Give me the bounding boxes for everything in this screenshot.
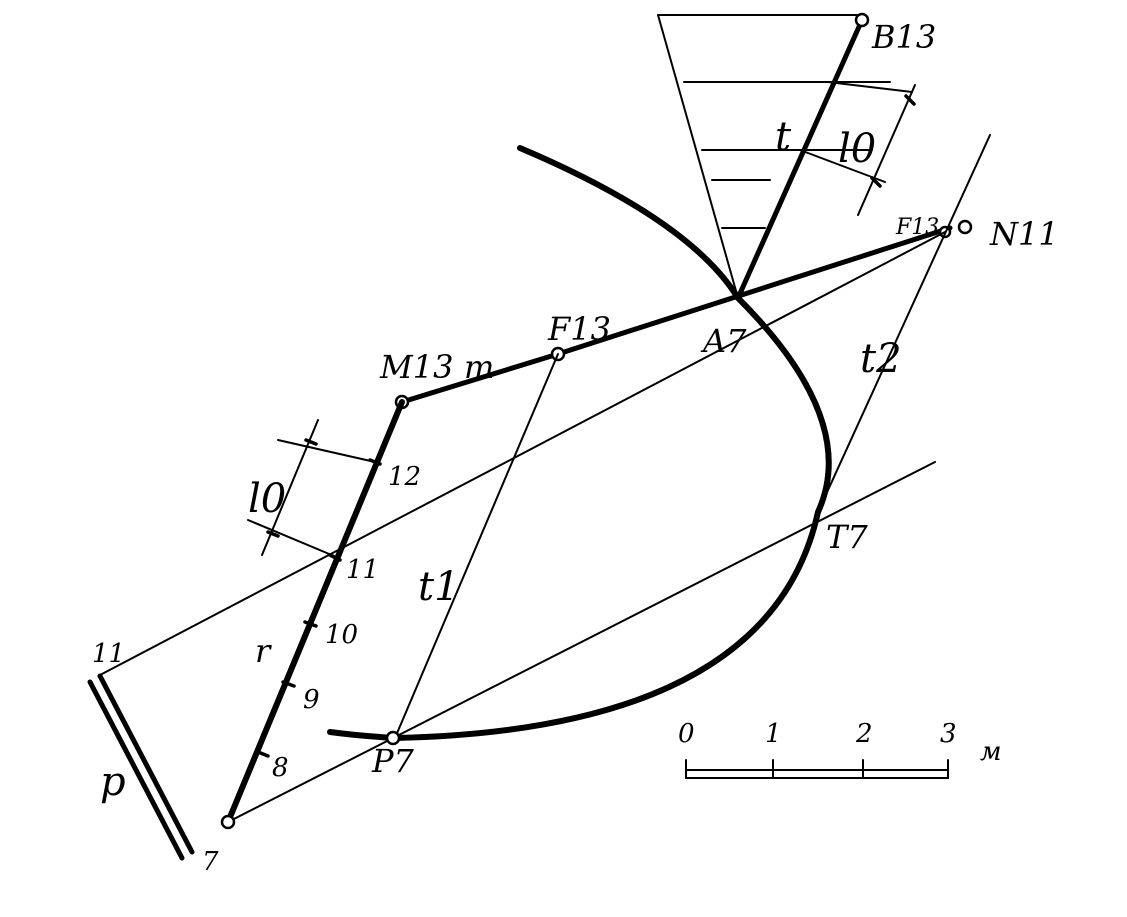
plane-p-line-1	[87, 679, 185, 861]
line-m13-f13	[399, 351, 561, 405]
point-b13	[854, 12, 870, 28]
label-b13: B13	[871, 18, 936, 56]
point-n11	[957, 219, 973, 235]
label-n11: N11	[989, 215, 1059, 253]
label-a7: A7	[700, 322, 747, 360]
label-p7: P7	[371, 742, 415, 780]
label-12: 12	[388, 462, 421, 492]
dim-top-ext-1	[827, 81, 913, 93]
label-p: p	[100, 759, 126, 805]
label-t2: t2	[860, 336, 902, 382]
label-t1: t1	[418, 564, 460, 610]
label-r: r	[255, 632, 272, 670]
label-8: 8	[272, 753, 289, 783]
dim-left-tick-2	[266, 530, 280, 538]
dim-top-ext-2	[799, 149, 886, 183]
dimension-l0-left	[247, 419, 376, 557]
dim-left-ext-2	[247, 519, 335, 557]
fan-left-edge	[657, 14, 739, 299]
label-f13-left: F13	[547, 310, 611, 348]
rod-tick-10	[303, 620, 318, 628]
label-t: t	[775, 114, 792, 160]
scale-bar: 0 1 2 3 м	[678, 719, 1002, 779]
plane-p-line-2	[97, 673, 195, 855]
fan-triangle	[657, 14, 891, 299]
dim-top-tick-2	[870, 176, 882, 188]
scale-label-1: 1	[765, 719, 782, 749]
scale-label-0: 0	[678, 719, 695, 749]
label-m13: M13	[379, 348, 453, 386]
dim-left-ext-1	[277, 439, 376, 463]
rod-tick-8	[256, 750, 270, 758]
rod-tick-9	[281, 680, 296, 688]
label-11-far: 11	[92, 639, 125, 669]
line-t7-p7-7	[227, 461, 936, 823]
point-7	[220, 814, 236, 830]
scale-unit: м	[980, 737, 1002, 767]
arc-upper	[517, 145, 741, 301]
label-11-rod: 11	[346, 555, 379, 585]
label-t7: T7	[826, 518, 868, 556]
dimension-l0-top	[799, 81, 916, 216]
line-f13-n11	[555, 225, 953, 357]
line-a7-b13	[735, 17, 865, 301]
line-t2	[817, 134, 991, 513]
label-l0-left: l0	[248, 476, 286, 522]
dim-top-tick-1	[904, 94, 916, 106]
label-10: 10	[325, 620, 358, 650]
line-n11-to-11	[99, 231, 946, 676]
label-l0-top: l0	[838, 126, 876, 172]
label-m: m	[464, 348, 494, 386]
label-9: 9	[303, 685, 320, 715]
label-7: 7	[202, 847, 219, 877]
scale-label-2: 2	[855, 719, 873, 749]
point-p7	[385, 730, 401, 746]
dim-left-tick-1	[304, 438, 318, 446]
line-t1	[394, 353, 559, 739]
scale-label-3: 3	[940, 719, 957, 749]
dim-top-line	[857, 84, 916, 216]
label-f13-right: F13	[895, 215, 939, 240]
